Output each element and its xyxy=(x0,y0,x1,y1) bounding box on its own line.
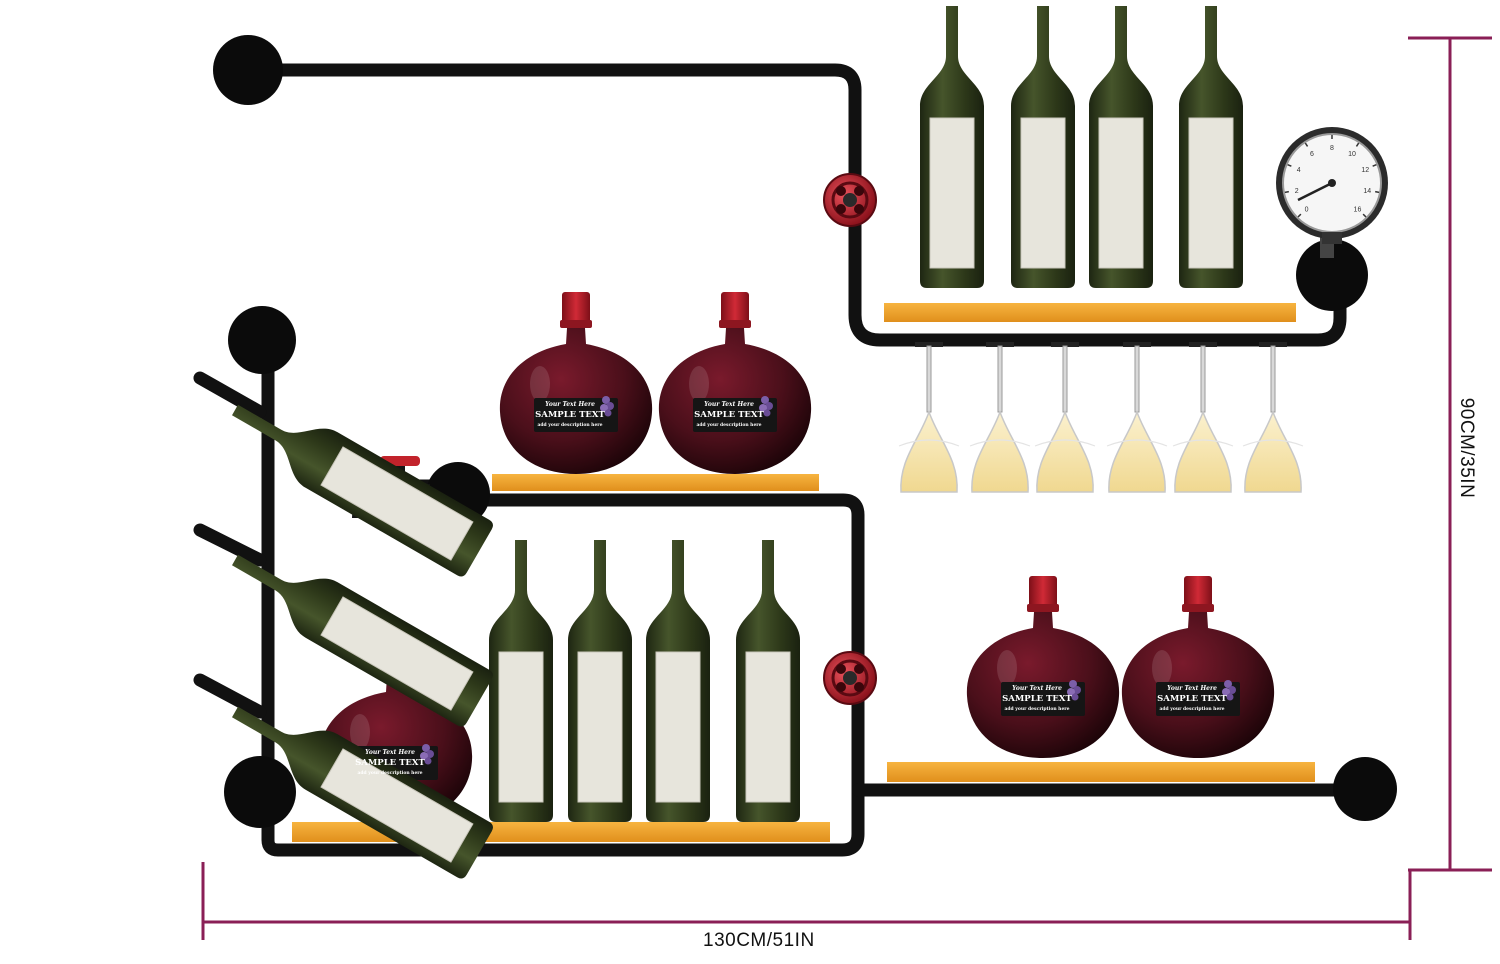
decanter-label-script: Your Text Here xyxy=(1012,685,1062,692)
gauge-tick xyxy=(1284,190,1289,194)
gauge-number: 16 xyxy=(1354,206,1362,213)
pipe-caps xyxy=(213,35,1397,828)
decanter-label-sub: add your description here xyxy=(1004,706,1069,712)
gauge-number: 2 xyxy=(1295,188,1299,195)
decanter-label-script: Your Text Here xyxy=(1167,685,1217,692)
gauge-tick xyxy=(1297,213,1302,218)
gauge-tick xyxy=(1375,190,1380,194)
pipe-frame xyxy=(193,63,1377,857)
wine-glasses xyxy=(898,341,1304,493)
decanter-label-sub: add your description here xyxy=(537,422,602,428)
shelf-top-right xyxy=(884,303,1296,322)
gauge-number: 12 xyxy=(1361,167,1369,174)
height-dimension-label: 90CM/35IN xyxy=(1456,397,1477,499)
gauge-tick xyxy=(1355,142,1360,147)
gauge-number: 8 xyxy=(1330,145,1334,152)
gauge-number: 10 xyxy=(1348,151,1356,158)
gauge-tick xyxy=(1372,163,1377,167)
gauge-tick xyxy=(1287,163,1292,167)
decanter-label-title: SAMPLE TEXT xyxy=(1002,694,1072,704)
gauge-number: 0 xyxy=(1305,206,1309,213)
gauge-number: 6 xyxy=(1310,151,1314,158)
decanter-label-sub: add your description here xyxy=(696,422,761,428)
decanter-label-sub: add your description here xyxy=(357,770,422,776)
shelf-bottom-right xyxy=(887,762,1315,782)
wine-bottles-top xyxy=(919,5,1244,289)
gauge-number: 14 xyxy=(1363,188,1371,195)
decanter-label-sub: add your description here xyxy=(1159,706,1224,712)
decanter-label-script: Your Text Here xyxy=(704,401,754,408)
decanter-label-title: SAMPLE TEXT xyxy=(355,758,425,768)
valve-handle-bottom xyxy=(822,650,878,706)
wine-bottles-bottom xyxy=(488,539,801,823)
decanter-label-script: Your Text Here xyxy=(365,749,415,756)
width-dimension-label: 130CM/51IN xyxy=(703,930,815,951)
decanters-right xyxy=(966,576,1275,758)
gauge-tick xyxy=(1304,142,1309,147)
decanters-middle xyxy=(499,292,812,474)
dimension-lines xyxy=(201,36,1492,940)
pressure-gauge: 0 2 4 6 8 10 12 14 16 xyxy=(1276,127,1388,244)
decanter-label-title: SAMPLE TEXT xyxy=(694,410,764,420)
decanter-label-script: Your Text Here xyxy=(545,401,595,408)
shelves xyxy=(292,303,1315,842)
valve-handle-top xyxy=(822,172,878,228)
decanter-label-title: SAMPLE TEXT xyxy=(1157,694,1227,704)
gauge-number: 4 xyxy=(1297,167,1301,174)
gauge-tick xyxy=(1362,213,1367,218)
shelf-middle xyxy=(492,474,819,491)
decanter-label-title: SAMPLE TEXT xyxy=(535,410,605,420)
